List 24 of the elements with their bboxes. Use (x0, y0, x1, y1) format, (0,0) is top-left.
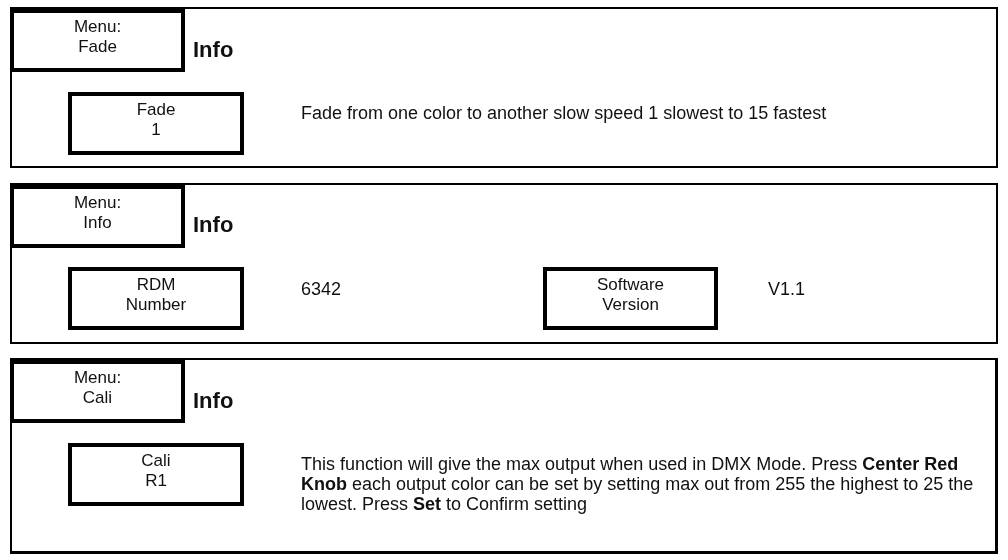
menu-label: Menu: Fade (73, 17, 122, 57)
menu-box (10, 9, 185, 72)
info-panel (10, 183, 998, 344)
panel-heading: Info (193, 212, 234, 238)
setting-box (68, 443, 244, 506)
value-text: 6342 (301, 279, 343, 299)
description-text: Fade from one color to another slow speed 1 slowest to 15 fastest (301, 103, 828, 123)
panel-heading: Info (193, 37, 234, 63)
info-panel (10, 7, 998, 168)
setting-box (68, 267, 244, 330)
setting-label: Fade 1 (136, 100, 176, 140)
panel-heading: Info (193, 388, 234, 414)
info-panel (10, 358, 998, 554)
description-text: This function will give the max output when used in DMX Mode. Press Center Red Knob each output color can be set by setting max out from 255 the highest to 25 the lowest. Press Set to Confirm setting (301, 454, 975, 514)
menu-label: Menu: Cali (73, 368, 122, 408)
setting-label: Cali R1 (141, 451, 171, 491)
setting-box (68, 92, 244, 155)
setting-box (543, 267, 718, 330)
value-text: V1.1 (768, 279, 807, 299)
menu-label: Menu: Info (73, 193, 122, 233)
menu-box (10, 360, 185, 423)
setting-label: RDM Number (125, 275, 187, 315)
setting-label: Software Version (596, 275, 665, 315)
menu-box (10, 185, 185, 248)
